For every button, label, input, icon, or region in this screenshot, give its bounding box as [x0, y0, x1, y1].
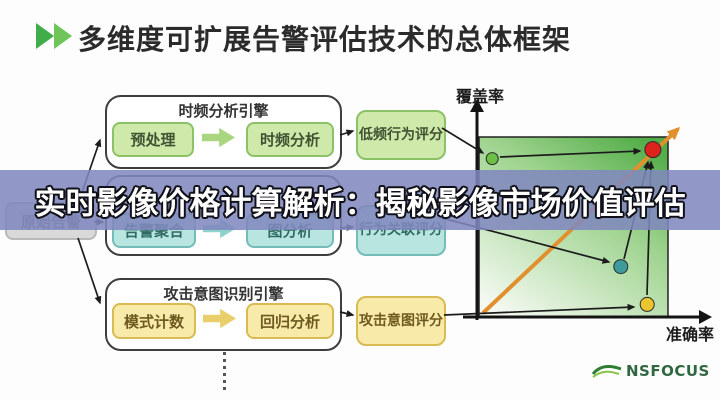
ellipsis-dots — [223, 352, 226, 390]
overlay-banner: 实时影像价格计算解析：揭秘影像市场价值评估 — [0, 170, 720, 230]
score-lowfreq: 低频行为评分 — [356, 110, 446, 160]
step-pattern-count: 模式计数 — [112, 303, 196, 339]
engine-title: 攻击意图识别引擎 — [163, 285, 284, 303]
chart-point-green — [485, 152, 499, 166]
x-axis-label: 准确率 — [666, 325, 715, 344]
title-bar: 多维度可扩展告警评估技术的总体框架 — [0, 14, 720, 58]
step-regression: 回归分析 — [246, 303, 334, 339]
chevron-right-icon — [36, 23, 54, 49]
engine-title: 时频分析引擎 — [178, 102, 269, 120]
nsfocus-logo: NSFOCUS — [592, 362, 710, 380]
step-preprocess: 预处理 — [112, 122, 194, 157]
chart-point-yellow — [639, 296, 655, 312]
chart-point-teal — [613, 259, 629, 275]
nsfocus-swoosh-icon — [592, 364, 622, 378]
y-axis-label: 覆盖率 — [456, 87, 505, 106]
nsfocus-logo-text: NSFOCUS — [626, 362, 710, 380]
score-attack-intent: 攻击意图评分 — [356, 296, 446, 346]
step-timefreq-analysis: 时频分析 — [246, 122, 334, 157]
chart-point-red — [644, 141, 662, 159]
chevron-right-icon — [54, 23, 72, 49]
overlay-banner-text: 实时影像价格计算解析：揭秘影像市场价值评估 — [34, 185, 686, 222]
page-title: 多维度可扩展告警评估技术的总体框架 — [78, 23, 572, 56]
